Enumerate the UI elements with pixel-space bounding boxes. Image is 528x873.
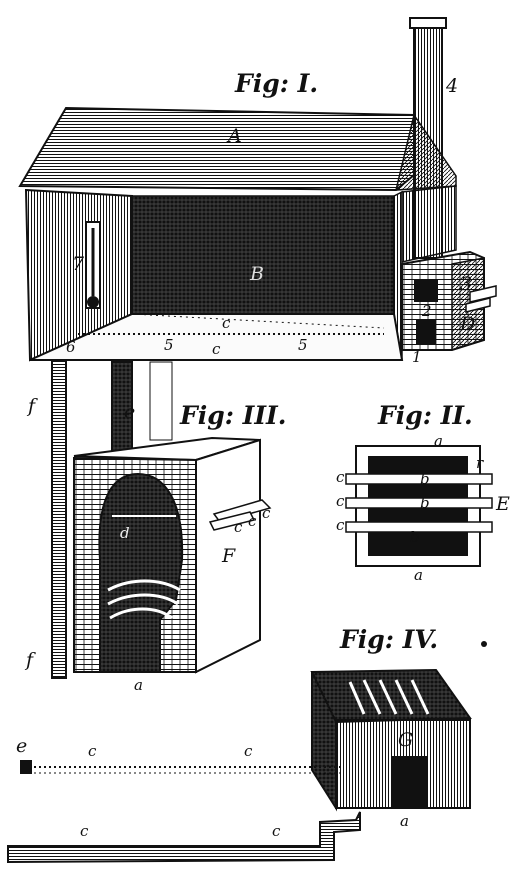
fig3-label-c3: c — [262, 504, 271, 522]
bottom-pipe — [7, 811, 361, 864]
fig1-label-floor-5a: 5 — [164, 336, 174, 354]
fig1-label-floor-5b: 5 — [298, 336, 308, 354]
fig4-label-pipe-c1: c — [88, 742, 97, 760]
fig1-furnace — [401, 250, 497, 352]
fig3-label-pipe-e: e — [124, 401, 135, 423]
fig1-house — [18, 17, 497, 362]
fig1-label-chimney: 4 — [445, 75, 458, 97]
fig1-label-thermometer: 7 — [72, 253, 85, 275]
fig2-grate — [345, 445, 493, 567]
fig2-bar-1 — [345, 473, 493, 485]
fig3-label-pipe-f-bottom: f — [24, 649, 36, 671]
fig4-pipe — [20, 760, 340, 774]
fig3-label-c1: c — [234, 518, 243, 536]
fig1-furnace-door — [414, 280, 438, 302]
fig1-furnace-flap — [469, 285, 497, 303]
fig2-label-side-e: E — [495, 493, 510, 515]
fig3-label-pipe-f-top: f — [26, 395, 38, 417]
fig2-label-corner-r: r — [476, 454, 484, 472]
fig1-label-flue-c: c — [222, 314, 231, 332]
pipe-f — [51, 359, 67, 679]
fig1-thermometer — [85, 221, 101, 309]
fig4-top — [310, 668, 472, 724]
fig3-label-c2: c — [248, 512, 257, 530]
fig4-title: Fig: IV. — [339, 625, 438, 654]
fig2-label-c3: c — [336, 516, 345, 534]
fig4-label-box-g: G — [398, 729, 413, 751]
fig4-label-bottom-c1: c — [80, 822, 89, 840]
fig4-label-bottom-c2: c — [272, 822, 281, 840]
fig3-opening — [98, 472, 184, 673]
fig2-bar-2 — [345, 497, 493, 509]
fig1-label-flap: 3 — [460, 273, 472, 295]
fig3-label-base-a: a — [134, 676, 143, 694]
fig1-label-furnace: D — [459, 313, 475, 335]
fig2-label-b2: b — [420, 494, 430, 512]
fig2-title: Fig: II. — [377, 401, 473, 430]
fig1-label-base: 1 — [412, 348, 422, 366]
fig1-label-corner: 6 — [66, 338, 76, 356]
fig2-label-c1: c — [336, 468, 345, 486]
fig3-title: Fig: III. — [179, 401, 286, 430]
fig1-chimney — [409, 17, 447, 259]
fig3-oven — [73, 361, 272, 674]
fig4-label-pipe-e: e — [16, 735, 27, 757]
fig3-side — [195, 438, 261, 674]
fig1-title: Fig: I. — [234, 69, 318, 98]
fig2-bar-3 — [345, 521, 493, 533]
fig1-roof — [18, 106, 415, 192]
fig4-door — [392, 756, 428, 808]
fig1-label-floor-c: c — [212, 340, 221, 358]
fig1-label-door: 2 — [421, 302, 432, 320]
fig3-label-side-f: F — [221, 545, 236, 567]
fig1-label-roof: A — [226, 125, 242, 147]
fig4-box — [310, 668, 472, 812]
fig1-interior — [131, 195, 395, 315]
fig2-label-c2: c — [336, 492, 345, 510]
fig1-floor — [29, 313, 404, 361]
fig4-label-pipe-c2: c — [244, 742, 253, 760]
fig2-label-bottom-a: a — [414, 566, 423, 584]
fig4-label-base-a: a — [400, 812, 409, 830]
fig1-label-interior: B — [249, 263, 264, 285]
fig3-label-oven-d: d — [120, 524, 130, 542]
fig2-label-b1: b — [420, 470, 430, 488]
fig2-label-b3: b — [410, 528, 420, 546]
fig2-label-top-a: a — [434, 432, 443, 450]
